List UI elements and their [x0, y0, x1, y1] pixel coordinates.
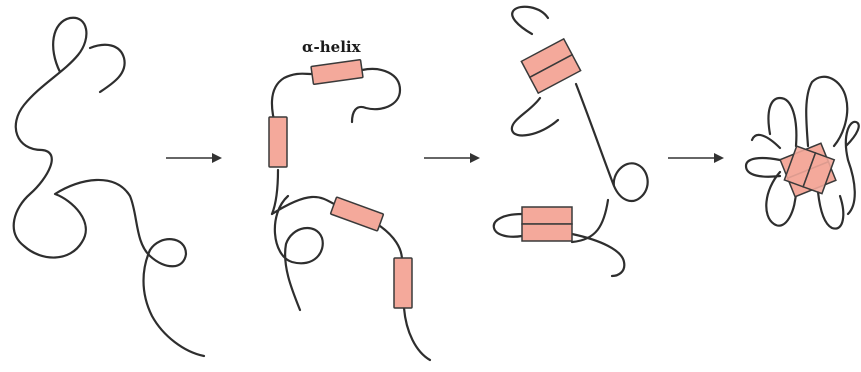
- paired-helices-top: [521, 39, 580, 93]
- folded-helix-bundle: [780, 143, 836, 197]
- secondary-chain-middle: [272, 170, 278, 214]
- pairing-chain-left-loop: [494, 214, 522, 237]
- alpha-helix-middle: [330, 197, 383, 231]
- secondary-chain-right: [380, 226, 402, 260]
- unfolded-chain-path: [14, 18, 204, 356]
- stage-unfolded-chain: [14, 18, 204, 356]
- arrow-3: [668, 153, 724, 163]
- unfolded-chain-tail: [90, 45, 125, 92]
- alpha-helix-left: [269, 117, 287, 167]
- folded-chain-right: [846, 122, 859, 214]
- secondary-chain-loop: [272, 196, 334, 310]
- pairing-chain-long: [576, 84, 648, 201]
- paired-helices-bottom: [522, 207, 572, 241]
- alpha-helix-bottom: [394, 258, 412, 308]
- pairing-chain-top-loop: [512, 7, 548, 34]
- paired-helix-bottom-b: [522, 224, 572, 241]
- paired-helix-bottom-a: [522, 207, 572, 224]
- folded-chain-bottom: [818, 192, 843, 229]
- secondary-chain-bottom: [404, 308, 430, 360]
- arrow-2: [424, 153, 480, 163]
- folded-chain-top: [768, 77, 847, 146]
- arrow-1: [166, 153, 222, 163]
- stage-compact-folded-state: [746, 77, 859, 229]
- alpha-helix-top: [311, 60, 363, 85]
- alpha-helix-label: α-helix: [302, 38, 362, 56]
- stage-helix-pairing: [494, 7, 648, 276]
- pairing-chain-left-hook: [512, 98, 558, 135]
- stage-secondary-structure: α-helix: [269, 38, 430, 360]
- folded-chain-left-arc: [752, 135, 780, 148]
